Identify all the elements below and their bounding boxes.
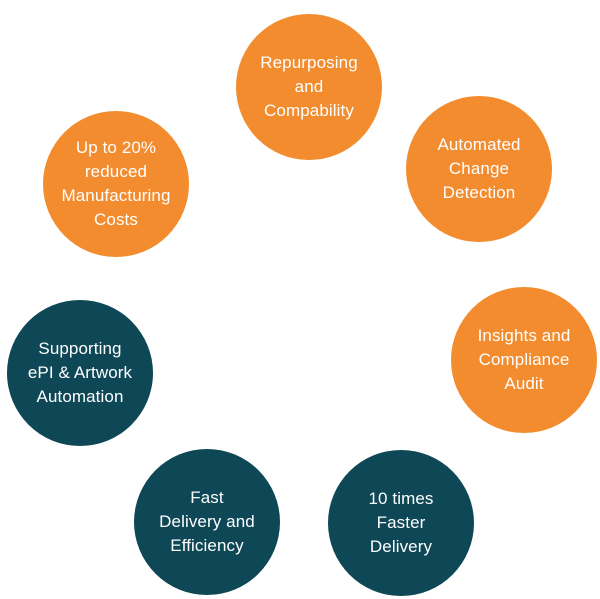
node-faster-delivery: 10 times Faster Delivery	[328, 450, 474, 596]
node-label: Supporting ePI & Artwork Automation	[27, 339, 133, 406]
node-label: Insights and Compliance Audit	[477, 326, 571, 393]
node-repurposing-compability: Repurposing and Compability	[236, 14, 382, 160]
node-reduced-manufacturing-costs: Up to 20% reduced Manufacturing Costs	[43, 111, 189, 257]
node-label: Automated Change Detection	[437, 135, 521, 202]
node-label: 10 times Faster Delivery	[368, 489, 434, 556]
node-automated-change-detection: Automated Change Detection	[406, 96, 552, 242]
node-label: Fast Delivery and Efficiency	[159, 488, 255, 555]
node-fast-delivery-efficiency: Fast Delivery and Efficiency	[134, 449, 280, 595]
node-insights-compliance-audit: Insights and Compliance Audit	[451, 287, 597, 433]
node-epi-artwork-automation: Supporting ePI & Artwork Automation	[7, 300, 153, 446]
node-label: Repurposing and Compability	[260, 53, 358, 120]
node-label: Up to 20% reduced Manufacturing Costs	[61, 138, 171, 229]
